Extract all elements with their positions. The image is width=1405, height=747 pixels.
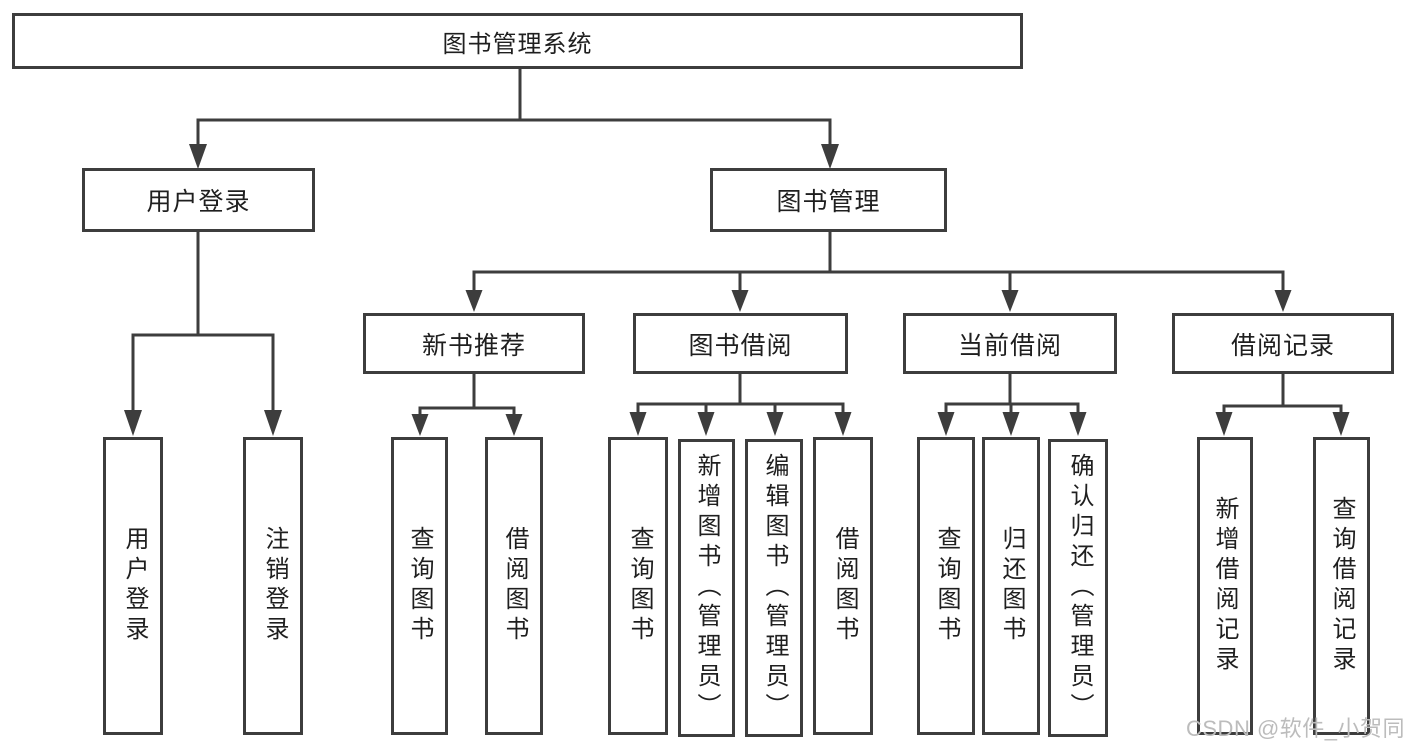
node-login-action: 用户登录 bbox=[103, 437, 163, 735]
node-br-query-record: 查询借阅记录 bbox=[1313, 437, 1370, 735]
edge-book-borrow-children bbox=[629, 374, 852, 436]
node-book-borrow: 图书借阅 bbox=[633, 313, 848, 374]
node-current-borrow: 当前借阅 bbox=[903, 313, 1117, 374]
edge-borrow-records-children bbox=[1215, 374, 1350, 436]
node-br-add-record: 新增借阅记录 bbox=[1197, 437, 1253, 735]
edge-user-login-children bbox=[124, 232, 282, 436]
node-logout-action: 注销登录 bbox=[243, 437, 303, 735]
node-bb-edit-books-admin: 编辑图书（管理员） bbox=[745, 439, 803, 737]
edge-current-borrow-children bbox=[937, 374, 1087, 436]
node-cb-confirm-return-admin: 确认归还（管理员） bbox=[1048, 439, 1108, 737]
node-bb-query-books: 查询图书 bbox=[608, 437, 668, 735]
node-cb-return-books: 归还图书 bbox=[982, 437, 1040, 735]
node-bb-borrow-books: 借阅图书 bbox=[813, 437, 873, 735]
node-borrow-records: 借阅记录 bbox=[1172, 313, 1394, 374]
node-user-login: 用户登录 bbox=[82, 168, 315, 232]
node-book-management: 图书管理 bbox=[710, 168, 947, 232]
node-nb-borrow-books: 借阅图书 bbox=[485, 437, 543, 735]
edge-new-book-recommend-children bbox=[411, 374, 523, 436]
node-new-book-recommend: 新书推荐 bbox=[363, 313, 585, 374]
edge-book-management-children bbox=[465, 232, 1292, 312]
node-bb-add-books-admin: 新增图书（管理员） bbox=[678, 439, 735, 737]
watermark: CSDN @软件_小贺同学 bbox=[1186, 716, 1405, 741]
node-root: 图书管理系统 bbox=[12, 13, 1023, 69]
node-cb-query-books: 查询图书 bbox=[917, 437, 975, 735]
node-nb-query-books: 查询图书 bbox=[391, 437, 448, 735]
edge-root-to-level2 bbox=[189, 69, 839, 169]
